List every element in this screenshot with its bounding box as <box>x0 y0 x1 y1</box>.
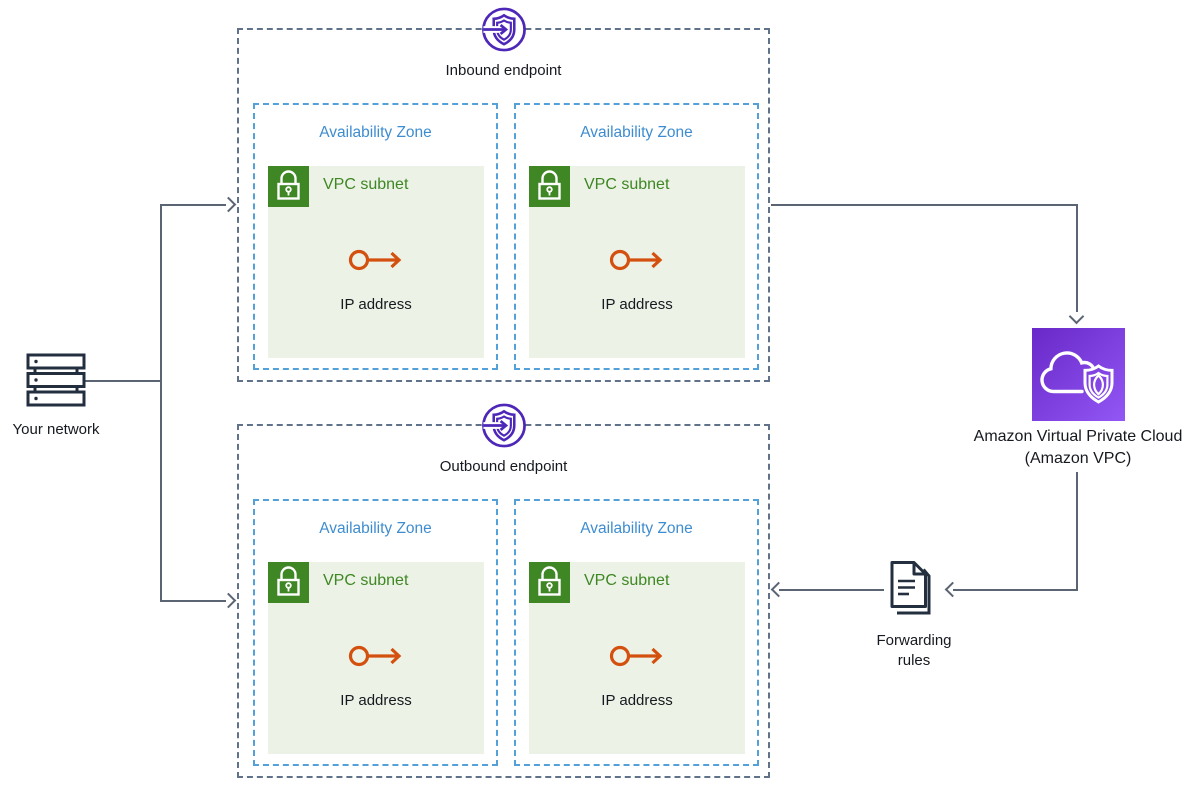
arrowhead-into-inbound <box>220 196 237 213</box>
forwarding-rules-label: Forwarding rules <box>858 631 970 671</box>
availability-zone-label: Availability Zone <box>319 124 432 141</box>
inbound-endpoint-box: Inbound endpoint Availability Zone VPC s… <box>237 7 770 382</box>
forwarding-rules-icon <box>884 560 940 620</box>
ip-address-icon <box>348 641 404 671</box>
lock-icon <box>529 562 570 603</box>
connector-inbound-to-vpc-vertical <box>1076 204 1078 312</box>
connector-branch-vertical <box>160 204 162 602</box>
lock-icon <box>268 562 309 603</box>
arrowhead-into-forwarding-rules <box>944 581 961 598</box>
ip-address-icon <box>609 641 665 671</box>
vpc-subnet-label: VPC subnet <box>323 572 409 589</box>
ip-address-label: IP address <box>601 296 673 313</box>
outbound-endpoint-label: Outbound endpoint <box>439 458 568 475</box>
availability-zone-label: Availability Zone <box>580 520 693 537</box>
arrowhead-into-outbound <box>220 592 237 609</box>
forwarding-rules-label-line1: Forwarding <box>876 632 952 649</box>
arrowhead-into-outbound-right <box>770 581 787 598</box>
server-icon <box>25 352 87 408</box>
vpc-subnet-label: VPC subnet <box>584 176 670 193</box>
vpc-subnet-box: VPC subnet IP address <box>268 562 484 754</box>
ip-address-label: IP address <box>340 692 412 709</box>
ip-address-icon <box>609 245 665 275</box>
resolver-inbound-endpoint-icon <box>480 6 527 53</box>
ip-address-label: IP address <box>601 692 673 709</box>
connector-to-inbound <box>160 204 226 206</box>
availability-zone-label: Availability Zone <box>580 124 693 141</box>
amazon-vpc-label: Amazon Virtual Private Cloud (Amazon VPC… <box>950 426 1200 470</box>
availability-zone-box: Availability Zone VPC subnet <box>514 499 759 766</box>
availability-zone-box: Availability Zone VPC subnet <box>253 499 498 766</box>
connector-to-outbound <box>160 600 226 602</box>
vpc-subnet-label: VPC subnet <box>584 572 670 589</box>
ip-address-icon <box>348 245 404 275</box>
connector-forwarding-to-outbound <box>779 589 884 591</box>
amazon-vpc-label-line2: (Amazon VPC) <box>1024 450 1132 467</box>
connector-vpc-to-forwarding <box>953 589 1078 591</box>
vpc-subnet-box: VPC subnet IP address <box>529 166 745 358</box>
connector-inbound-to-vpc-horizontal <box>771 204 1078 206</box>
availability-zone-box: Availability Zone VPC subnet <box>514 103 759 370</box>
vpc-subnet-label: VPC subnet <box>323 176 409 193</box>
inbound-endpoint-label: Inbound endpoint <box>445 62 562 79</box>
outbound-endpoint-box: Outbound endpoint Availability Zone VPC … <box>237 403 770 778</box>
vpc-subnet-box: VPC subnet IP address <box>268 166 484 358</box>
your-network-label: Your network <box>12 421 100 438</box>
availability-zone-label: Availability Zone <box>319 520 432 537</box>
connector-vpc-down <box>1076 472 1078 591</box>
ip-address-label: IP address <box>340 296 412 313</box>
lock-icon <box>529 166 570 207</box>
amazon-vpc-label-line1: Amazon Virtual Private Cloud <box>973 428 1183 445</box>
lock-icon <box>268 166 309 207</box>
availability-zone-box: Availability Zone VPC subnet <box>253 103 498 370</box>
vpc-subnet-box: VPC subnet IP address <box>529 562 745 754</box>
arrowhead-into-vpc <box>1068 308 1085 325</box>
vpc-cloud-icon <box>1032 328 1125 421</box>
resolver-outbound-endpoint-icon <box>480 402 527 449</box>
connector-your-network <box>85 380 161 382</box>
forwarding-rules-label-line2: rules <box>897 652 931 669</box>
